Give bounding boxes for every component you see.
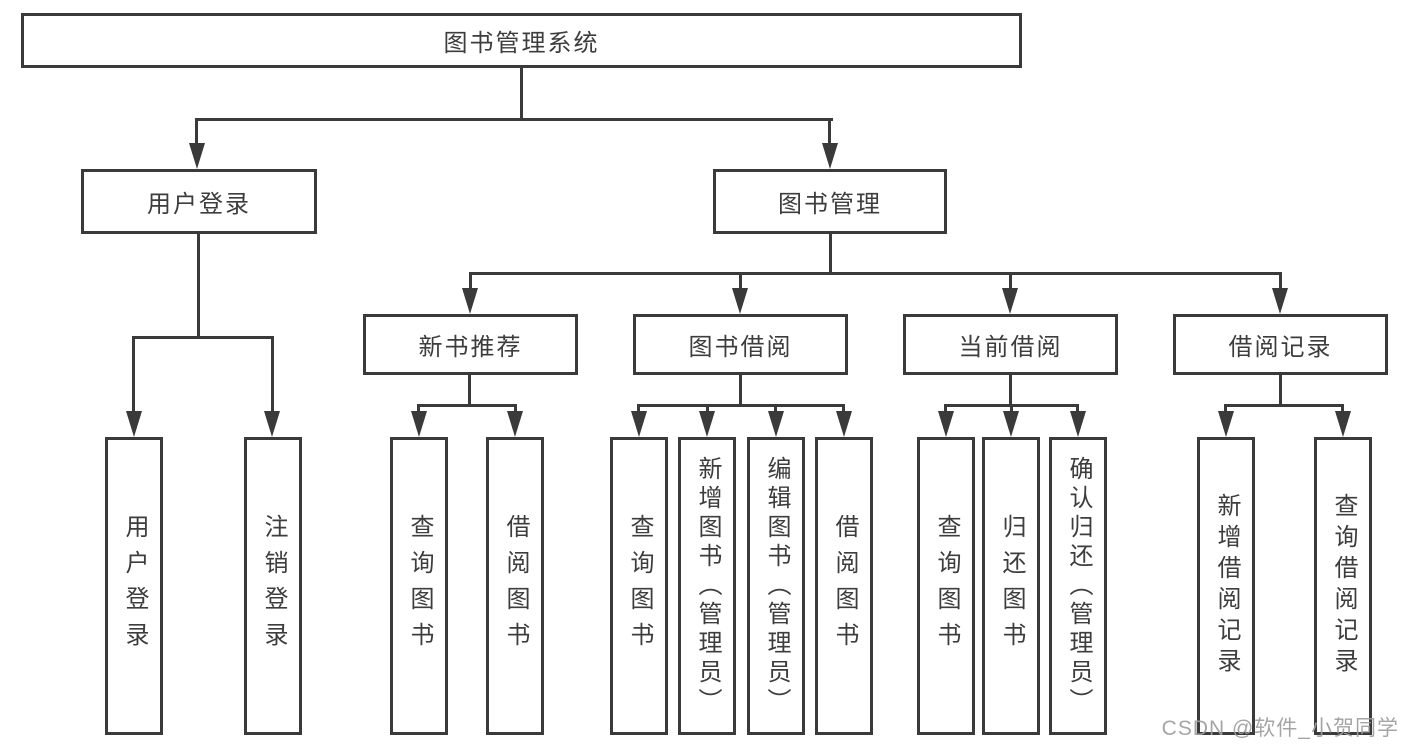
arrow-head xyxy=(768,411,784,437)
node-label: 用户登录 xyxy=(147,191,251,218)
leaf-query-borrow-record: 查询借阅记录 xyxy=(1314,437,1372,735)
leaf-add-borrow-record: 新增借阅记录 xyxy=(1197,437,1255,735)
node-label: 图书管理 xyxy=(778,191,882,218)
connector-line xyxy=(469,272,472,294)
node-new-book-recommend: 新书推荐 xyxy=(363,314,578,375)
connector-line xyxy=(1009,272,1012,294)
node-book-management: 图书管理 xyxy=(713,169,947,234)
node-current-borrow: 当前借阅 xyxy=(903,314,1118,375)
node-label: 当前借阅 xyxy=(958,334,1063,361)
leaf-query-book-3: 查询图书 xyxy=(917,437,975,735)
arrow-head xyxy=(822,143,838,169)
csdn-watermark: CSDN @软件_小贺同学 xyxy=(1161,717,1399,740)
leaf-add-book-admin: 新增图书（管理员） xyxy=(678,437,736,735)
node-label: 确认归还（管理员） xyxy=(1065,455,1092,717)
node-label: 查询图书 xyxy=(933,514,960,658)
arrow-head xyxy=(264,411,280,437)
arrow-head xyxy=(938,411,954,437)
node-label: 查询图书 xyxy=(626,514,653,658)
node-borrow-record: 借阅记录 xyxy=(1173,314,1388,375)
node-user-login: 用户登录 xyxy=(81,169,317,234)
connector-line xyxy=(1279,375,1282,407)
arrow-head xyxy=(126,411,142,437)
connector-line xyxy=(637,404,845,407)
node-label: 归还图书 xyxy=(998,514,1025,658)
arrow-head xyxy=(836,411,852,437)
arrow-head xyxy=(411,411,427,437)
connector-line xyxy=(417,404,517,407)
leaf-query-book-1: 查询图书 xyxy=(390,437,448,735)
leaf-user-login: 用户登录 xyxy=(105,437,163,735)
connector-line xyxy=(828,118,831,151)
connector-line xyxy=(132,336,135,418)
connector-line xyxy=(1279,272,1282,294)
connector-line xyxy=(1009,375,1012,407)
connector-line xyxy=(469,272,1282,275)
leaf-borrow-book-1: 借阅图书 xyxy=(486,437,544,735)
node-label: 查询借阅记录 xyxy=(1330,493,1357,679)
arrow-head xyxy=(189,143,205,169)
connector-line xyxy=(132,336,274,339)
connector-line xyxy=(1224,404,1344,407)
node-label: 图书借阅 xyxy=(688,334,793,361)
node-label: 借阅图书 xyxy=(831,514,858,658)
node-label: 借阅图书 xyxy=(502,514,529,658)
connector-line xyxy=(739,272,742,294)
node-label: 注销登录 xyxy=(260,514,287,658)
leaf-query-book-2: 查询图书 xyxy=(610,437,668,735)
node-label: 借阅记录 xyxy=(1228,334,1333,361)
arrow-head xyxy=(1218,411,1234,437)
arrow-head xyxy=(699,411,715,437)
node-label: 新书推荐 xyxy=(418,334,523,361)
connector-line xyxy=(520,68,523,119)
node-label: 编辑图书（管理员） xyxy=(763,455,790,717)
connector-line xyxy=(271,336,274,418)
connector-line xyxy=(829,234,832,275)
connector-line xyxy=(196,118,833,121)
connector-line xyxy=(739,375,742,407)
leaf-confirm-return-admin: 确认归还（管理员） xyxy=(1049,437,1107,735)
connector-line xyxy=(468,375,471,407)
arrow-head xyxy=(1335,411,1351,437)
arrow-head xyxy=(1002,288,1018,314)
node-label: 用户登录 xyxy=(121,514,148,658)
arrow-head xyxy=(1003,411,1019,437)
connector-line xyxy=(195,118,198,151)
leaf-borrow-book-2: 借阅图书 xyxy=(815,437,873,735)
arrow-head xyxy=(507,411,523,437)
arrow-head xyxy=(462,288,478,314)
arrow-head xyxy=(1272,288,1288,314)
node-label: 新增借阅记录 xyxy=(1213,493,1240,679)
node-root-library-system: 图书管理系统 xyxy=(21,13,1022,68)
leaf-logout: 注销登录 xyxy=(244,437,302,735)
connector-line xyxy=(197,234,200,339)
node-book-borrow: 图书借阅 xyxy=(633,314,848,375)
node-label: 查询图书 xyxy=(406,514,433,658)
leaf-edit-book-admin: 编辑图书（管理员） xyxy=(747,437,805,735)
node-label: 图书管理系统 xyxy=(443,30,600,57)
leaf-return-book: 归还图书 xyxy=(982,437,1040,735)
arrow-head xyxy=(631,411,647,437)
arrow-head xyxy=(1070,411,1086,437)
node-label: 新增图书（管理员） xyxy=(694,455,721,717)
arrow-head xyxy=(732,288,748,314)
